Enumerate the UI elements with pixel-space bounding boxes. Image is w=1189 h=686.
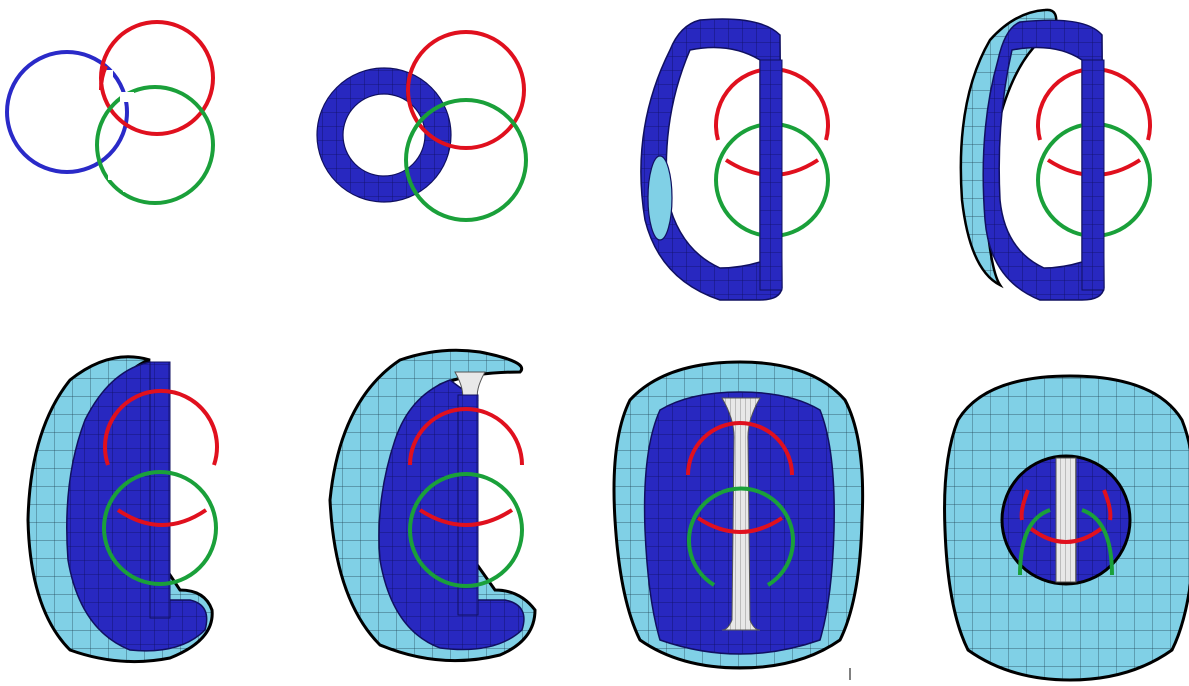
panel-7-shell-cutaway xyxy=(614,362,863,680)
green-ring xyxy=(97,87,213,203)
panel-8-closed-shell xyxy=(945,376,1189,680)
blue-tube-column xyxy=(150,362,170,618)
tube-cross-section xyxy=(648,156,672,240)
panel-3-stretched-torus xyxy=(641,19,828,300)
thick-blue-torus xyxy=(330,81,438,189)
panel-4-torus-with-sheet xyxy=(961,10,1150,300)
panel-1-borromean-rings xyxy=(7,22,213,203)
blue-tube-column xyxy=(458,395,478,615)
panel-6-sheet-closing xyxy=(330,350,535,660)
panel-2-thick-torus xyxy=(317,32,526,220)
white-core-column xyxy=(1056,458,1076,582)
panel-5-sheet-wrapping xyxy=(28,357,217,662)
